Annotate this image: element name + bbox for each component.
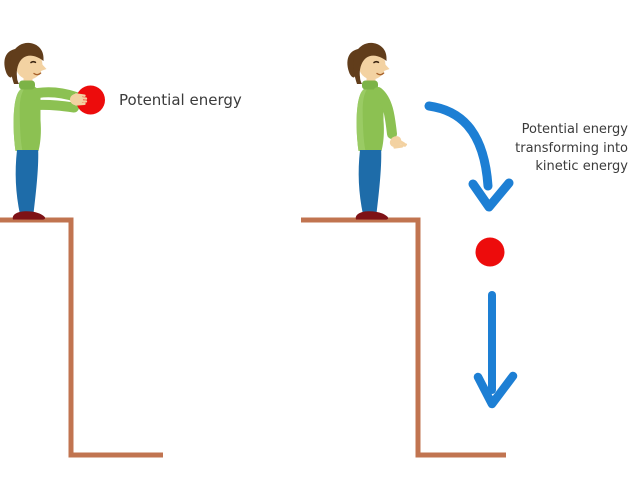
cliff-edge-left [0, 217, 163, 458]
arm-upper [33, 87, 81, 102]
arm-down [373, 87, 397, 139]
hand-on-ball [70, 93, 88, 106]
down-arrow-icon [473, 291, 518, 409]
person-holding-ball [3, 42, 81, 221]
caption-line-3: kinetic energy [535, 159, 628, 174]
caption-line-1: Potential energy [521, 122, 628, 137]
arm-lower [32, 99, 79, 113]
kinetic-energy-label: Potential energy transforming into kinet… [515, 121, 628, 177]
open-hand [389, 136, 408, 149]
falling-ball-icon [475, 237, 505, 267]
cliff-edge-right [301, 217, 506, 458]
curved-arrow-icon [424, 101, 514, 212]
caption-line-2: transforming into [515, 140, 628, 156]
potential-energy-label: Potential energy [119, 91, 242, 109]
held-ball-icon [76, 85, 105, 115]
person-after-release [346, 42, 408, 221]
